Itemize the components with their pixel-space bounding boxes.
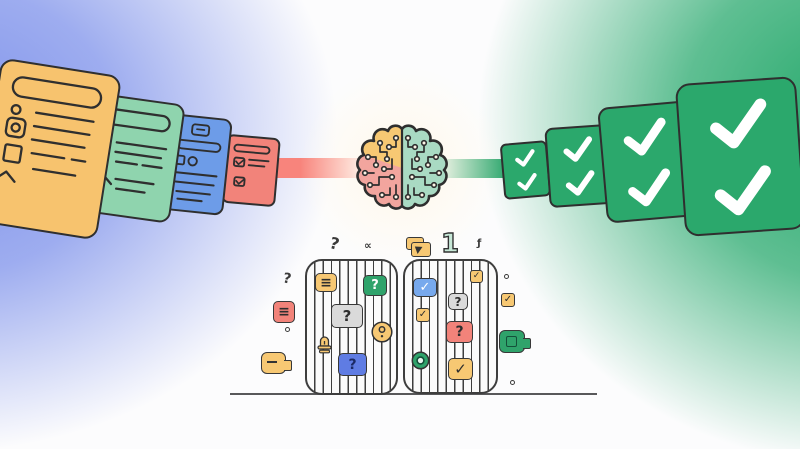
question-card-red: ?	[446, 321, 473, 343]
question-card-green: ?	[363, 275, 387, 296]
doc-card-red	[221, 133, 281, 208]
ai-brain-icon	[352, 124, 452, 214]
tag-icon-green	[499, 330, 531, 353]
checkmark-icon	[563, 136, 592, 162]
cards-cursor-icon	[406, 237, 432, 257]
donut-icon	[411, 351, 430, 370]
check-card-4	[674, 75, 800, 238]
checkmark-icon	[623, 117, 666, 156]
doc-card-yellow	[0, 57, 123, 241]
person-badge-icon	[371, 321, 393, 343]
floating-question: ?	[281, 270, 293, 288]
checkmark-icon	[516, 172, 537, 191]
question-card-blue: ?	[338, 353, 367, 376]
checkbox: ✓	[416, 308, 430, 322]
check-card-3	[597, 100, 697, 224]
check-card-blue: ✓	[413, 278, 437, 297]
checkmark-icon	[565, 170, 595, 196]
dot-decoration	[510, 380, 515, 385]
one-numeral: 1	[440, 228, 460, 259]
checkmark-icon	[628, 168, 671, 206]
doc-card-red-art	[232, 143, 271, 187]
bell-icon	[317, 333, 332, 354]
checkmark-icon	[710, 98, 767, 149]
doc-card-yellow-art	[0, 76, 103, 183]
menu-card: ≡	[315, 273, 337, 292]
checkbox-small: ✓	[470, 270, 483, 283]
tag-icon-yellow	[261, 352, 292, 374]
checkbox-floating: ✓	[501, 293, 515, 307]
f-symbol: ƒ	[477, 238, 482, 249]
check-card-yellow: ✓	[448, 358, 473, 380]
list-card-red: ≡	[273, 301, 295, 323]
propto-symbol: ∝	[364, 239, 372, 252]
check-card-1	[499, 140, 552, 200]
dot-decoration	[285, 327, 290, 332]
check-card-2	[544, 123, 613, 209]
question-card-gray-2: ?	[448, 293, 468, 310]
checkmark-icon	[714, 165, 772, 215]
dot-decoration	[504, 274, 509, 279]
question-card-gray: ?	[331, 304, 363, 328]
checkmark-icon	[514, 149, 535, 168]
ground-line	[230, 393, 597, 395]
